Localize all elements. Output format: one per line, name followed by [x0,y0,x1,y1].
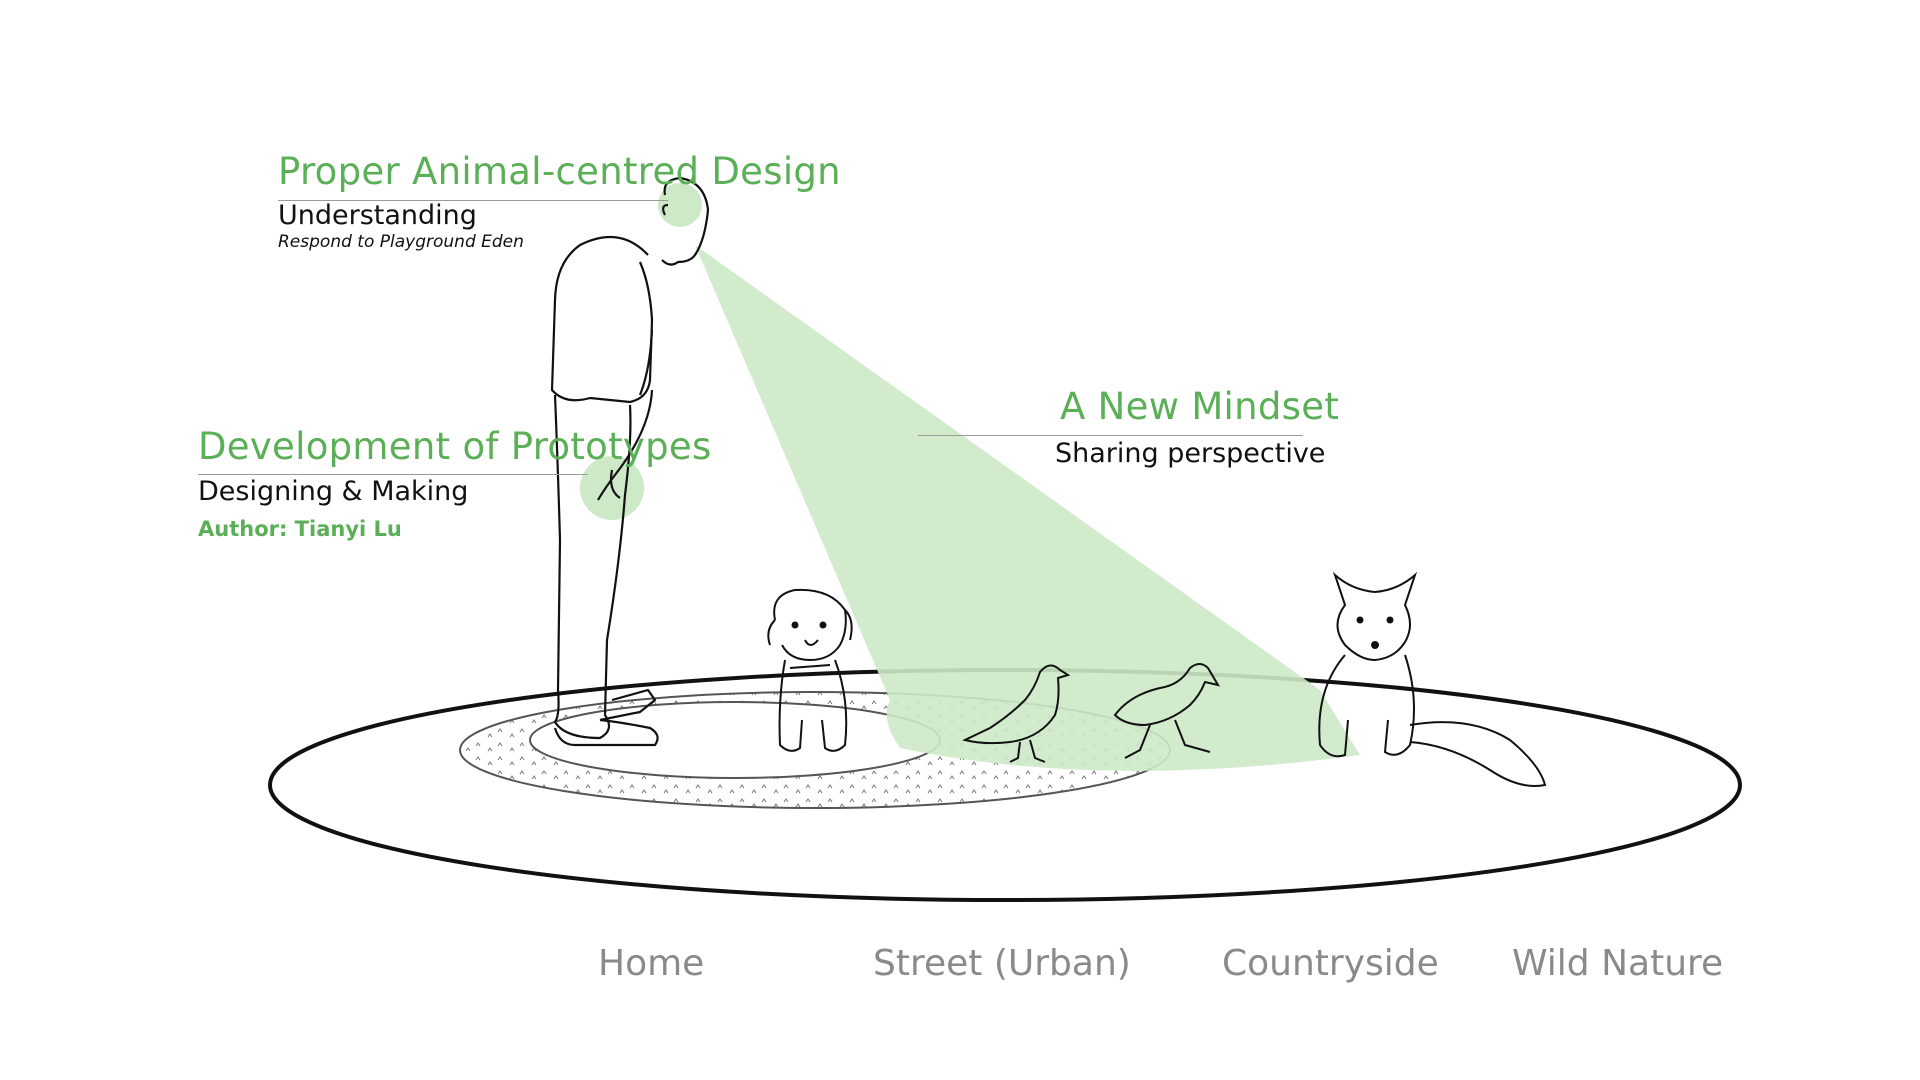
design-title: Proper Animal-centred Design [278,150,841,193]
zone-countryside: Countryside [1222,943,1439,984]
mindset-rule [918,435,1303,436]
zone-home: Home [598,943,705,984]
design-subtitle: Understanding [278,200,477,231]
moorhen-figure [1113,663,1221,759]
prototypes-rule [198,474,588,475]
dog-figure [767,588,853,752]
prototypes-title: Development of Prototypes [198,425,712,468]
head-highlight [658,183,702,227]
zone-street-urban: Street (Urban) [873,943,1131,984]
pigeon-figure [962,664,1071,763]
design-rule [278,200,668,201]
view-cone [695,245,1360,771]
mindset-subtitle: Sharing perspective [1055,438,1326,469]
person-figure [550,176,710,747]
zone-wild-nature: Wild Nature [1512,943,1724,984]
design-note: Respond to Playground Eden [278,232,524,252]
prototypes-subtitle: Designing & Making [198,476,469,507]
author-credit: Author: Tianyi Lu [198,517,402,541]
home-ring [529,701,941,779]
fox-figure [1318,571,1547,787]
mindset-title: A New Mindset [1060,385,1340,428]
